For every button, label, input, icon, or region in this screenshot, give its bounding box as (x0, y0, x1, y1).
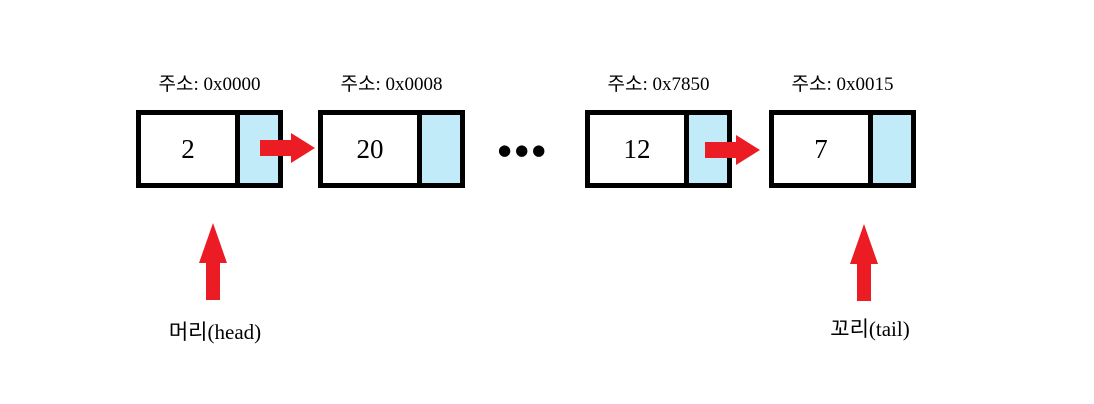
cell-divider (417, 115, 422, 183)
arrow-head (736, 135, 760, 165)
node-value: 12 (590, 115, 684, 183)
ellipsis: ●●● (498, 141, 550, 159)
node-value: 20 (323, 115, 417, 183)
arrow-head (199, 223, 227, 263)
node-address-label: 주소: 0x0015 (791, 74, 894, 95)
list-node: 주소: 0x0008 20 (318, 72, 465, 188)
node-address-label: 주소: 0x0000 (158, 74, 261, 95)
node-address-label: 주소: 0x0008 (340, 74, 443, 95)
tail-up-arrow-icon (850, 224, 878, 301)
tail-label: 꼬리(tail) (830, 317, 910, 341)
node-box: 20 (318, 110, 465, 188)
cell-divider (235, 115, 240, 183)
next-pointer-cell (422, 115, 460, 183)
arrow-shaft (206, 261, 220, 300)
node-address-label: 주소: 0x7850 (607, 74, 710, 95)
arrow-shaft (857, 262, 871, 301)
cell-divider (868, 115, 873, 183)
head-label: 머리(head) (168, 320, 262, 344)
cell-divider (684, 115, 689, 183)
arrow-head (291, 133, 315, 163)
list-node: 주소: 0x7850 12 (585, 72, 732, 188)
node-box: 2 (136, 110, 283, 188)
next-arrow-icon (705, 135, 760, 165)
node-value: 7 (774, 115, 868, 183)
next-pointer-cell (873, 115, 911, 183)
arrow-shaft (705, 142, 738, 158)
arrow-head (850, 224, 878, 264)
arrow-shaft (260, 140, 293, 156)
next-arrow-icon (260, 133, 315, 163)
node-value: 2 (141, 115, 235, 183)
list-node: 주소: 0x0015 7 (769, 72, 916, 188)
node-box: 12 (585, 110, 732, 188)
list-node: 주소: 0x0000 2 (136, 72, 283, 188)
head-up-arrow-icon (199, 223, 227, 300)
node-box: 7 (769, 110, 916, 188)
